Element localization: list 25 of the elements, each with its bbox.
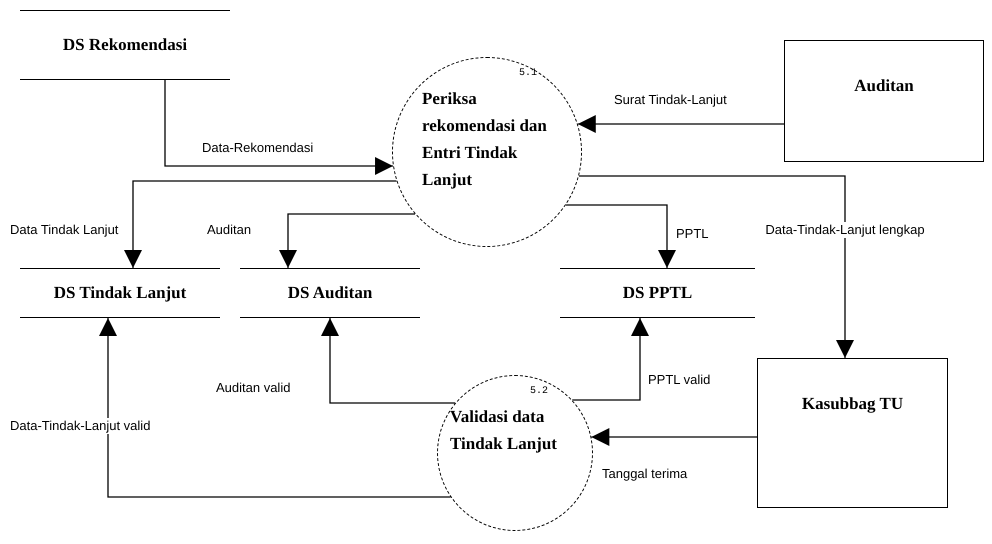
flow-arrow — [572, 318, 649, 401]
external-entity-box — [757, 358, 948, 508]
flow-arrow — [164, 80, 394, 175]
flow-arrow — [578, 115, 784, 133]
flow-arrow — [124, 180, 397, 268]
process-number: 5.2 — [530, 385, 548, 399]
data-store — [20, 10, 230, 80]
flow-arrow — [279, 213, 416, 268]
data-store — [560, 268, 755, 318]
entity-name: Auditan — [854, 75, 914, 97]
flow-arrow — [578, 175, 854, 358]
edge-label: Surat Tindak-Lanjut — [612, 92, 729, 108]
data-store — [240, 268, 420, 318]
entity-name: Kasubbag TU — [802, 393, 904, 415]
data-store — [20, 268, 220, 318]
flow-arrow — [566, 204, 676, 268]
edge-label: Data-Tindak-Lanjut valid — [8, 418, 152, 434]
flow-arrow — [591, 428, 757, 446]
flow-arrow — [99, 318, 451, 498]
external-entity-box — [784, 40, 984, 162]
process-name: Periksa rekomendasi dan Entri Tindak Lanjut — [422, 88, 548, 191]
edge-label: Tanggal terima — [600, 466, 690, 482]
process-number: 5.1 — [518, 67, 537, 81]
flow-arrow — [321, 318, 456, 404]
process-name: Validasi data Tindak Lanjut — [450, 406, 558, 455]
